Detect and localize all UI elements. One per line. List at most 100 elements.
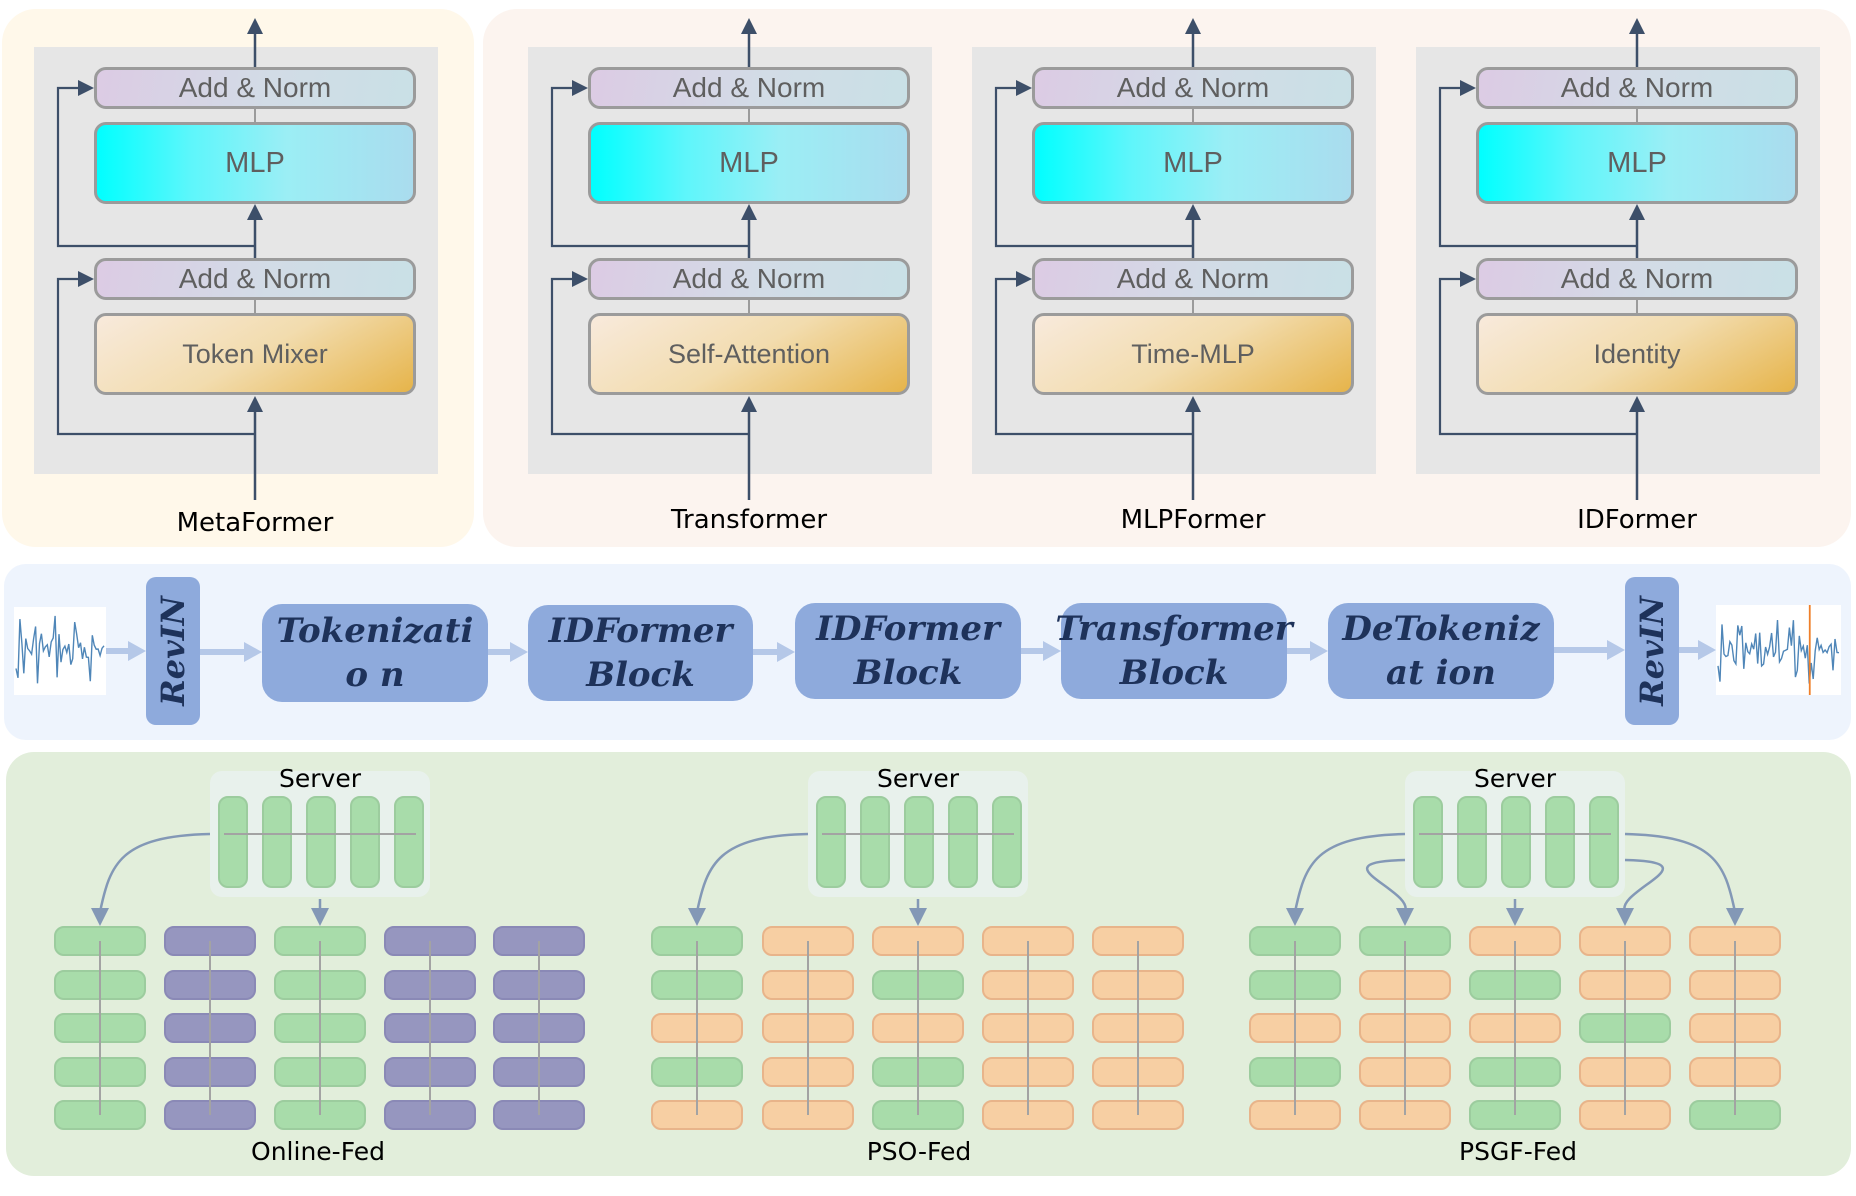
metaformer-token-mixer-block: Token Mixer: [94, 313, 416, 395]
idformer-connections: [1438, 18, 1645, 500]
server-to-client-arrow: [1506, 899, 1524, 926]
metaformer-add-norm-bottom: Add & Norm: [94, 258, 416, 300]
psgf-fed-server-layer: [1501, 796, 1531, 888]
pipeline-flow-arrow: [1018, 641, 1061, 661]
metaformer-mlp-block: MLP: [94, 122, 416, 204]
residual-connection-1: [994, 277, 1193, 436]
residual-connection-2: [994, 86, 1193, 248]
tokenization-label: Tokenizatio n: [276, 611, 474, 695]
arrow-down-icon: [1726, 908, 1744, 926]
arrow-icon: [1185, 204, 1201, 220]
arrow-down-icon: [1396, 908, 1414, 926]
pipeline-flow-arrow: [1284, 641, 1328, 661]
pipeline-flow-arrow: [103, 641, 146, 661]
mlpformer-caption: MLPFormer: [1120, 505, 1266, 535]
pso-fed-caption: PSO-Fed: [866, 1137, 972, 1166]
arrow-down-icon: [91, 908, 109, 926]
pso-fed-server-label: Server: [877, 764, 959, 793]
transformer-connections: [550, 18, 757, 500]
mlpformer-mlp-block: MLP: [1032, 122, 1354, 204]
psgf-fed-server-layer: [1545, 796, 1575, 888]
idformer-token-mixer-block: Identity: [1476, 313, 1798, 395]
idformer-block-1-label: IDFormer Block: [548, 611, 733, 695]
block-connection-arrows: [56, 18, 1645, 500]
arrow-head: [1016, 271, 1032, 287]
psgf-fed-server-label: Server: [1474, 764, 1556, 793]
pipeline-flow-arrow: [485, 642, 528, 662]
arrow-head: [78, 80, 94, 96]
idformer-caption: IDFormer: [1577, 505, 1697, 535]
online-fed-server-layer: [306, 796, 336, 888]
arrow-head: [572, 80, 588, 96]
idformer-block-2: IDFormer Block: [795, 603, 1021, 699]
psgf-fed-server-layer: [1457, 796, 1487, 888]
pso-fed-server-layer: [992, 796, 1022, 888]
arrow-down-icon: [1616, 908, 1634, 926]
arrow-icon: [247, 204, 263, 220]
pipeline-flow-arrow: [1551, 640, 1625, 660]
server-to-client-arrow: [311, 899, 329, 926]
metaformer-add-norm-top: Add & Norm: [94, 67, 416, 109]
online-fed-server-layer: [262, 796, 292, 888]
output-arrow-icon: [1629, 18, 1645, 34]
arrow-head: [78, 271, 94, 287]
arrow-head: [572, 271, 588, 287]
idformer-block-1: IDFormer Block: [528, 605, 753, 701]
residual-connection-2: [56, 86, 255, 248]
mlpformer-add-norm-top: Add & Norm: [1032, 67, 1354, 109]
input-arrow-icon: [1629, 396, 1645, 412]
pipeline-flow-arrow: [197, 642, 262, 662]
server-to-client-arrow: [1365, 858, 1414, 926]
pso-fed-server-layer: [904, 796, 934, 888]
transformer-add-norm-top: Add & Norm: [588, 67, 910, 109]
revin-output-block: RevIN: [1625, 577, 1679, 725]
metaformer-connections: [56, 18, 263, 500]
arrow-icon: [1629, 204, 1645, 220]
transformer-block-label: Transformer Block: [1055, 609, 1293, 693]
transformer-token-mixer-block: Self-Attention: [588, 313, 910, 395]
arrow-down-icon: [1286, 908, 1304, 926]
idformer-add-norm-top: Add & Norm: [1476, 67, 1798, 109]
detokenization-block: DeTokenizat ion: [1328, 603, 1554, 699]
time-series-forecast-icon: [1716, 605, 1841, 695]
detokenization-label: DeTokenizat ion: [1342, 609, 1540, 693]
online-fed-server-layer: [394, 796, 424, 888]
server-to-client-arrow: [1616, 858, 1665, 926]
output-arrow-icon: [1185, 18, 1201, 34]
output-arrow-icon: [741, 18, 757, 34]
mlpformer-add-norm-bottom: Add & Norm: [1032, 258, 1354, 300]
pso-fed-server-layer: [860, 796, 890, 888]
transformer-mlp-block: MLP: [588, 122, 910, 204]
idformer-mlp-block: MLP: [1476, 122, 1798, 204]
transformer-block: Transformer Block: [1055, 603, 1293, 699]
server-to-client-arrow: [688, 832, 809, 926]
metaformer-caption: MetaFormer: [176, 508, 334, 538]
arrow-head: [1460, 80, 1476, 96]
output-arrow-icon: [247, 18, 263, 34]
pso-fed-server-layer: [948, 796, 978, 888]
tokenization-block: Tokenizatio n: [262, 604, 488, 702]
online-fed-server-label: Server: [279, 764, 361, 793]
revin-input-block: RevIN: [146, 577, 200, 725]
mlpformer-connections: [994, 18, 1201, 500]
online-fed-caption: Online-Fed: [251, 1137, 385, 1166]
arrow-head: [1460, 271, 1476, 287]
transformer-add-norm-bottom: Add & Norm: [588, 258, 910, 300]
arrow-down-icon: [688, 908, 706, 926]
pipeline-flow-arrow: [750, 642, 795, 662]
psgf-fed-caption: PSGF-Fed: [1459, 1137, 1577, 1166]
arrow-icon: [741, 204, 757, 220]
residual-connection-1: [1438, 277, 1637, 436]
online-fed-server-layer: [350, 796, 380, 888]
server-to-client-arrow: [909, 899, 927, 926]
pso-fed-client-2-layer-5: [762, 1100, 854, 1130]
arrow-head: [1016, 80, 1032, 96]
psgf-fed-server-layer: [1413, 796, 1443, 888]
pso-fed-server-layer: [816, 796, 846, 888]
pipeline-flow-arrow: [1676, 640, 1716, 660]
time-series-input-icon: [14, 607, 106, 695]
input-arrow-icon: [741, 396, 757, 412]
residual-connection-1: [550, 277, 749, 436]
